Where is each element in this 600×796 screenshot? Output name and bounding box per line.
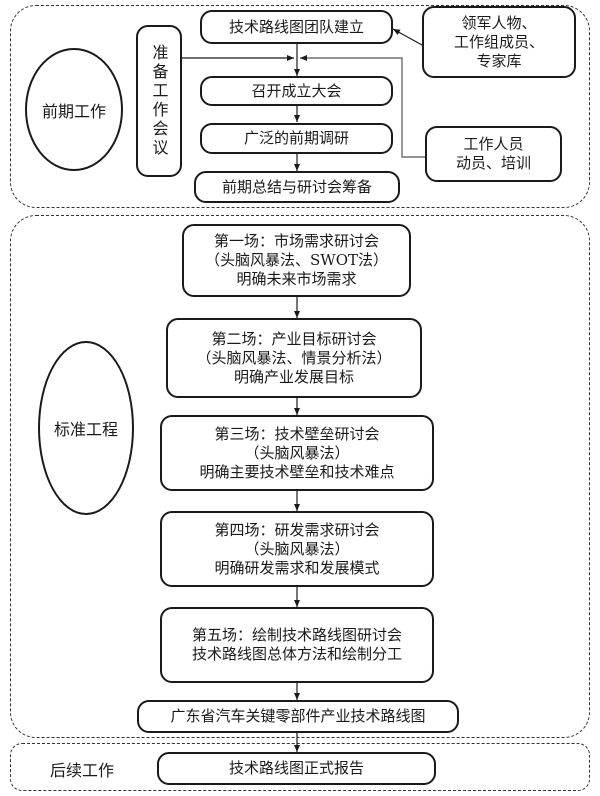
workshop-4: 第四场：研发需求研讨会 （头脑风暴法） 明确研发需求和发展模式 bbox=[160, 511, 434, 587]
side-input-staff: 工作人员 动员、培训 bbox=[425, 126, 562, 182]
workshop-2: 第二场：产业目标研讨会 （头脑风暴法、情景分析法） 明确产业发展目标 bbox=[166, 318, 422, 398]
ellipse-preliminary: 前期工作 bbox=[25, 48, 123, 171]
workshop-5: 第五场：绘制技术路线图研讨会 技术路线图总体方法和绘制分工 bbox=[160, 607, 434, 683]
preliminary-label: 前期工作 bbox=[41, 101, 106, 121]
standard-label: 标准工程 bbox=[53, 420, 118, 439]
step-survey: 广泛的前期调研 bbox=[200, 123, 393, 154]
group-standard bbox=[10, 215, 590, 738]
side-input-leaders: 领军人物、 工作组成员、 专家库 bbox=[422, 6, 576, 78]
group-followup bbox=[10, 743, 590, 791]
step-summary: 前期总结与研讨会筹备 bbox=[194, 171, 400, 203]
step-founding-meeting: 召开成立大会 bbox=[200, 76, 393, 106]
ellipse-standard: 标准工程 bbox=[38, 341, 134, 515]
workshop-3: 第三场：技术壁垒研讨会 （头脑风暴法） 明确主要技术壁垒和技术难点 bbox=[160, 415, 434, 491]
prep-meeting-label: 准备工作会议 bbox=[149, 44, 169, 158]
prep-meeting-box: 准备工作会议 bbox=[136, 25, 182, 177]
roadmap-output: 广东省汽车关键零部件产业技术路线图 bbox=[137, 700, 459, 733]
step-team-building: 技术路线图团队建立 bbox=[200, 10, 393, 44]
followup-label: 后续工作 bbox=[50, 761, 115, 780]
workshop-1: 第一场：市场需求研讨会 （头脑风暴法、SWOT法） 明确未来市场需求 bbox=[182, 224, 411, 297]
group-preliminary bbox=[10, 5, 590, 208]
formal-report: 技术路线图正式报告 bbox=[157, 752, 436, 785]
